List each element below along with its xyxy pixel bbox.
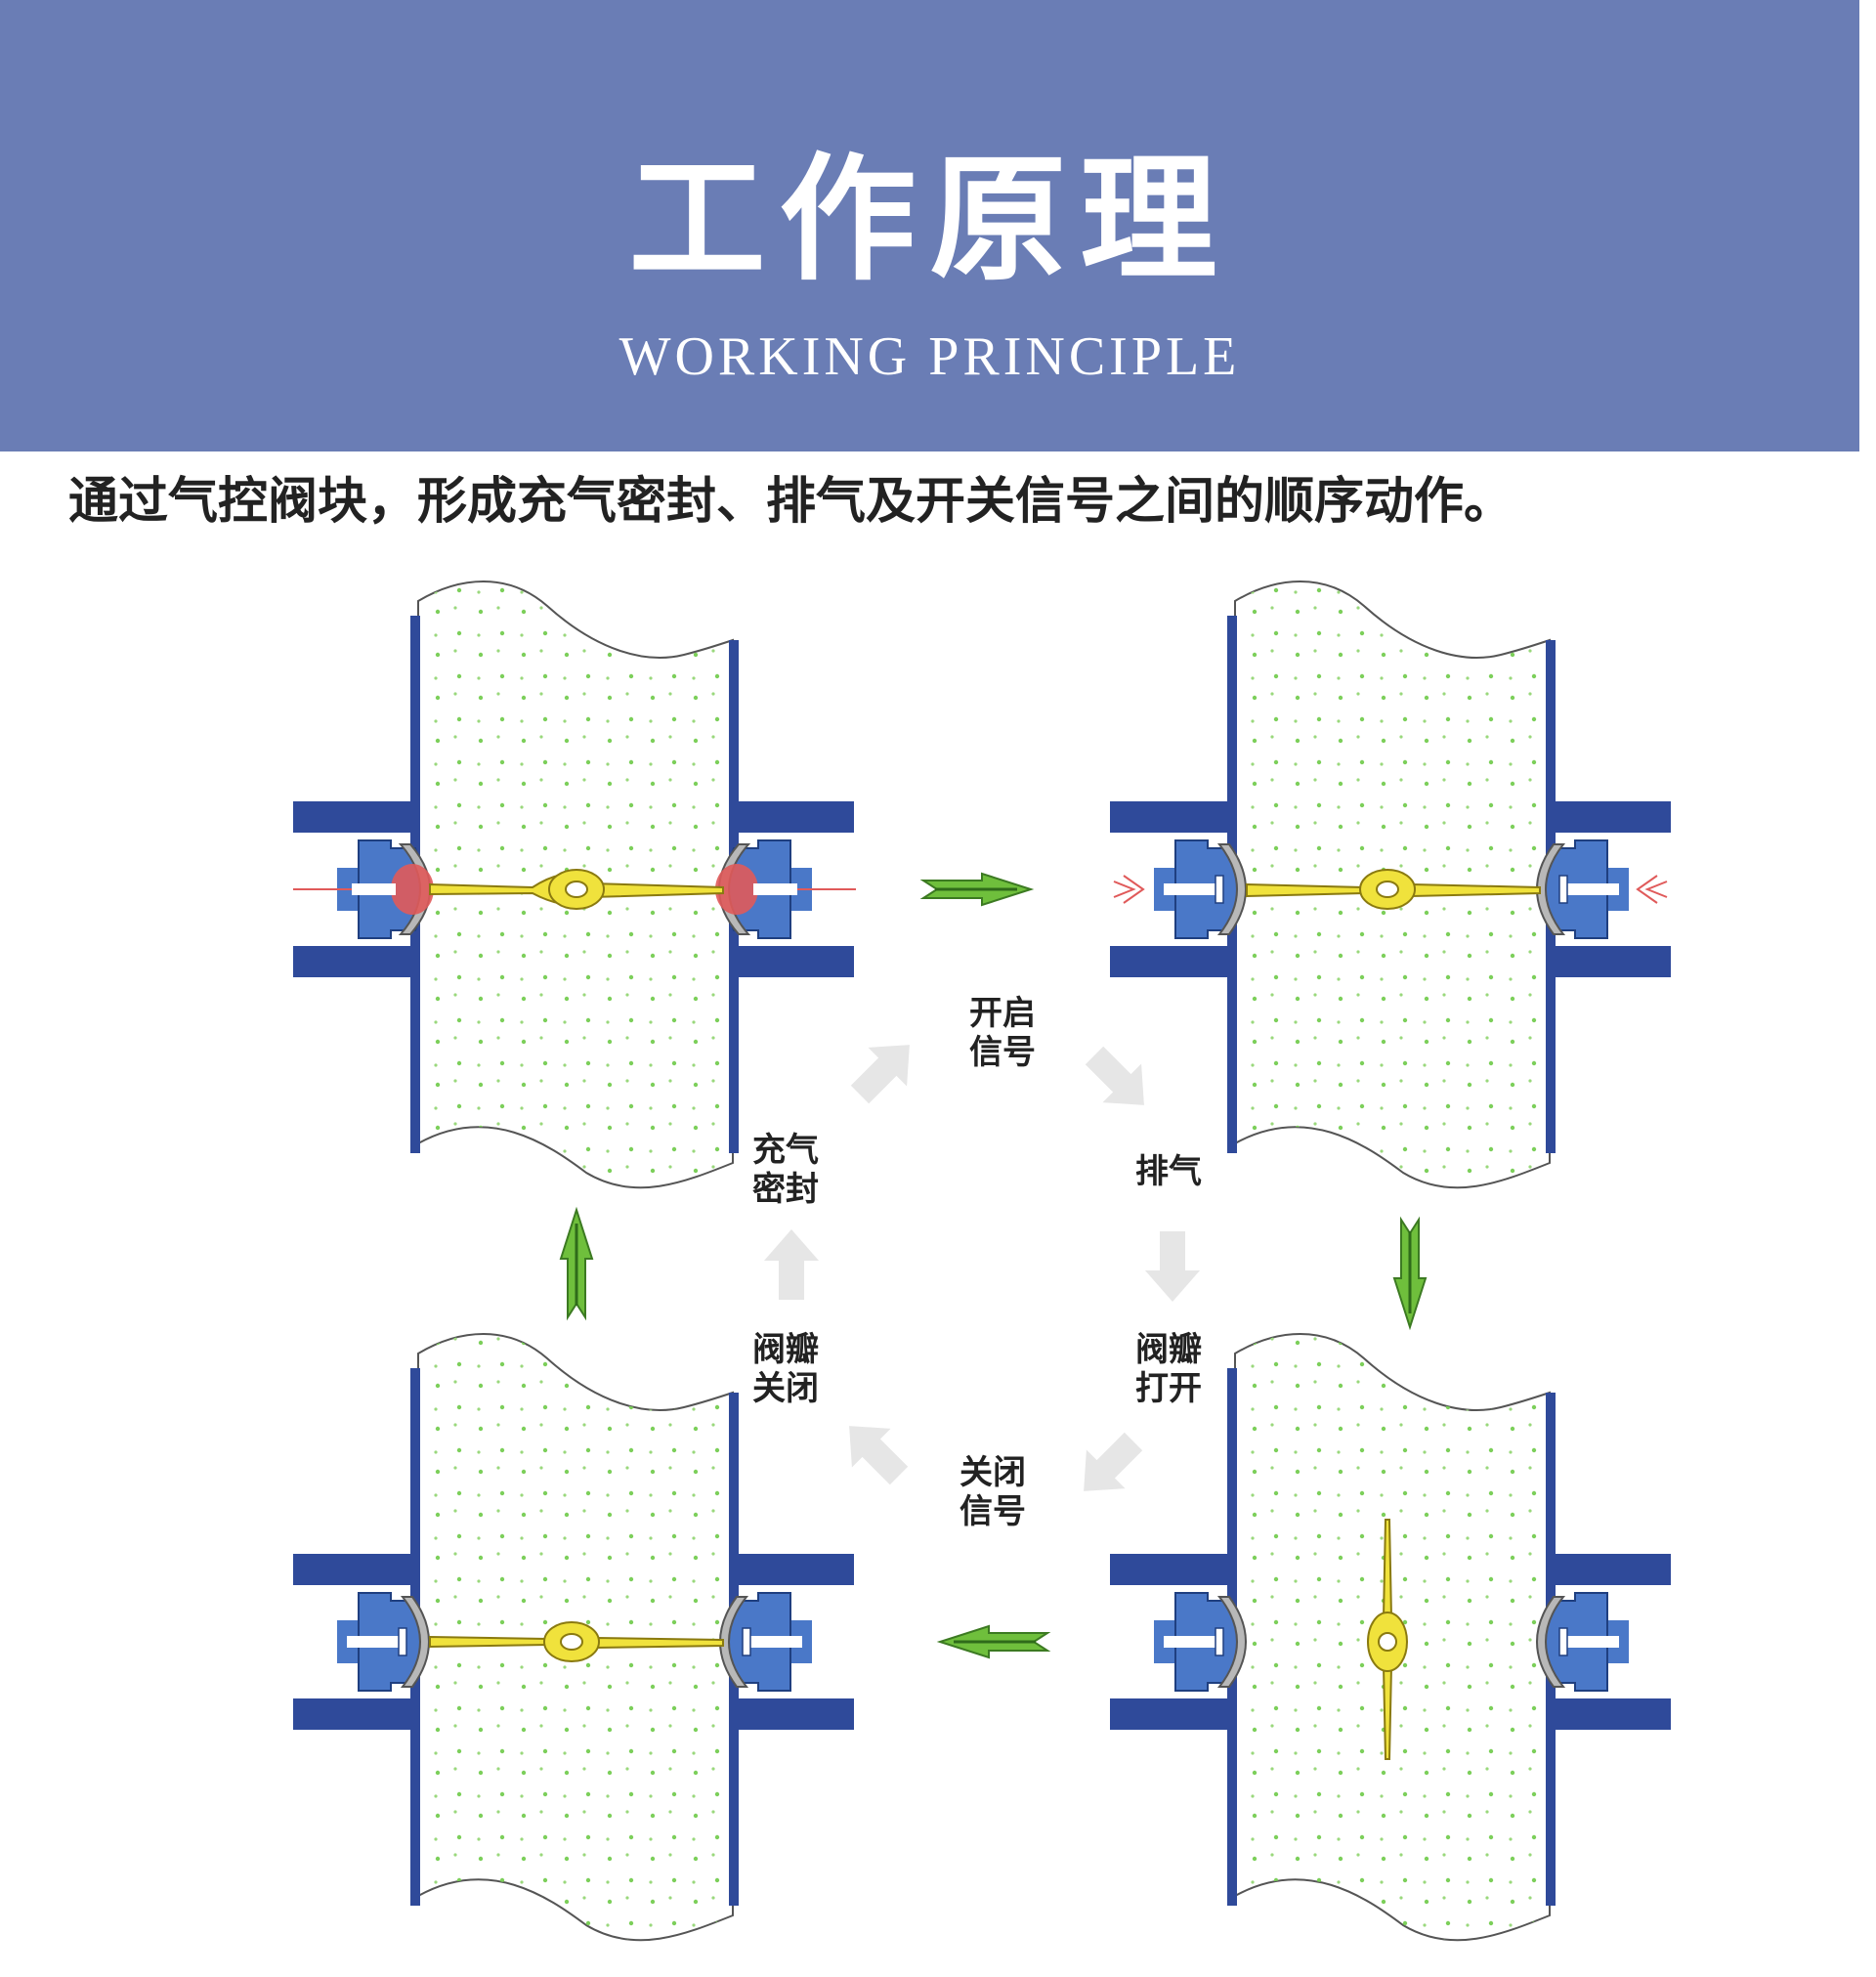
page-title: 工作原理 bbox=[628, 140, 1231, 300]
valve-unit-exhausting bbox=[1110, 580, 1671, 1189]
label-close-signal-2: 信号 bbox=[959, 1492, 1026, 1531]
cycle-arrow-6 bbox=[840, 1025, 929, 1114]
flow-arrow-right bbox=[921, 872, 1033, 907]
label-close-signal-1: 关闭 bbox=[959, 1453, 1026, 1492]
working-principle-diagram: 开启 信号 排气 阀瓣 打开 关闭 信号 阀瓣 关闭 充气 密封 bbox=[292, 580, 1671, 1942]
label-inflate-seal-1: 充气 bbox=[752, 1131, 819, 1170]
label-valve-close-1: 阀瓣 bbox=[752, 1330, 819, 1369]
label-valve-open-1: 阀瓣 bbox=[1135, 1330, 1202, 1369]
cycle-arrow-1 bbox=[1075, 1036, 1164, 1125]
valve-unit-closed-sealed bbox=[292, 580, 857, 1189]
valve-unit-open bbox=[1110, 1333, 1671, 1942]
cycle-arrow-5 bbox=[764, 1229, 819, 1300]
cycle-arrow-3 bbox=[1064, 1422, 1153, 1511]
label-inflate-seal-2: 密封 bbox=[752, 1170, 819, 1209]
label-open-signal-2: 信号 bbox=[969, 1033, 1036, 1072]
cycle-arrow-2 bbox=[1145, 1231, 1200, 1302]
header-banner: 工作原理 WORKING PRINCIPLE bbox=[0, 0, 1859, 451]
flow-arrow-left bbox=[938, 1624, 1049, 1659]
label-valve-open-2: 打开 bbox=[1135, 1369, 1202, 1408]
description-text: 通过气控阀块，形成充气密封、排气及开关信号之间的顺序动作。 bbox=[68, 473, 1514, 531]
label-open-signal-1: 开启 bbox=[969, 994, 1036, 1033]
valve-unit-closing bbox=[293, 1333, 854, 1942]
cycle-arrow-4 bbox=[830, 1406, 918, 1495]
label-exhaust: 排气 bbox=[1135, 1152, 1202, 1191]
flow-arrow-down bbox=[1392, 1218, 1428, 1329]
label-valve-close-2: 关闭 bbox=[752, 1369, 819, 1408]
flow-arrow-up bbox=[559, 1208, 594, 1319]
header-edge bbox=[1859, 0, 1876, 451]
page-subtitle: WORKING PRINCIPLE bbox=[618, 326, 1241, 387]
